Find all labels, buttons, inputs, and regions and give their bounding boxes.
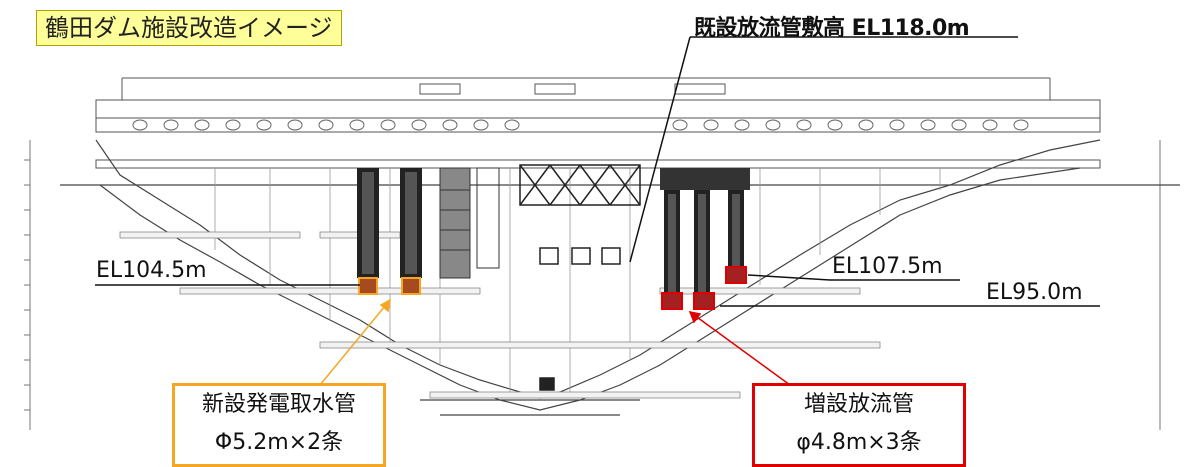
elevation-scale (24, 140, 1161, 430)
left-elevation-label: EL104.5m (96, 258, 207, 283)
intake-pipe-name: 新設発電取水管 (201, 392, 356, 417)
right-upper-elevation-label: EL107.5m (832, 254, 943, 279)
leader-lines (95, 36, 1100, 307)
page-title: 鶴田ダム施設改造イメージ (36, 10, 342, 46)
outlet-pipe-callout: 増設放流管 φ4.8m×3条 (752, 383, 966, 467)
crest-bollards (132, 119, 1029, 131)
intake-pipe-callout: 新設発電取水管 Φ5.2m×2条 (172, 383, 386, 467)
valley-profile (60, 139, 1180, 416)
existing-outlet-elevation-label: 既設放流管敷高 EL118.0m (694, 16, 970, 41)
intake-penstock-shafts (357, 167, 500, 279)
outlet-pipe-spec: φ4.8m×3条 (796, 430, 922, 455)
intake-inlets (358, 277, 421, 295)
outlet-pipe-name: 増設放流管 (803, 392, 914, 417)
intake-pipe-spec: Φ5.2m×2条 (214, 430, 344, 455)
outlet-conduit-shafts (660, 168, 750, 300)
right-lower-elevation-label: EL95.0m (986, 280, 1083, 305)
callout-arrows (319, 298, 791, 386)
construction-bands (119, 231, 881, 399)
spillway-gates (519, 164, 641, 391)
outlet-inlets (661, 266, 747, 310)
dam-crest-deck (95, 77, 1101, 169)
